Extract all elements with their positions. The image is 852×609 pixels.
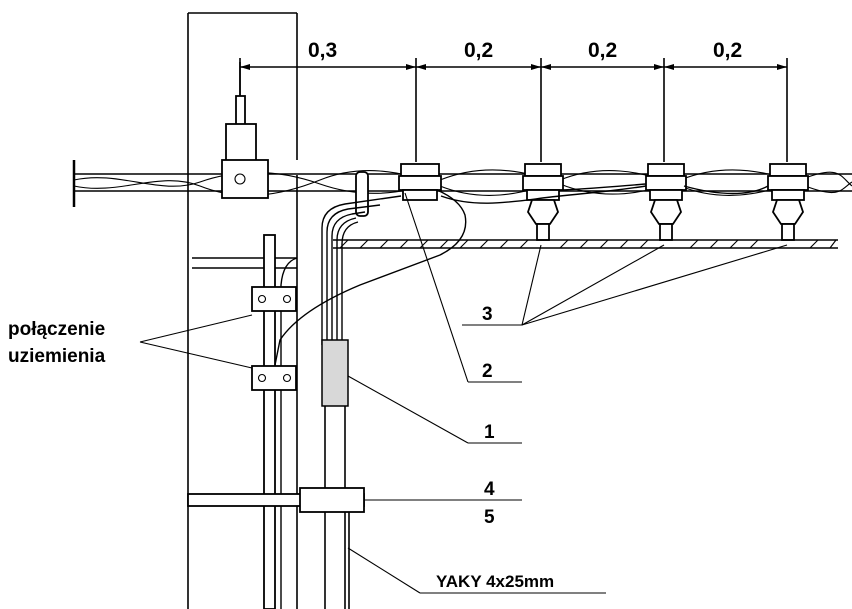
callout-1: 1 <box>484 422 495 443</box>
dimension-chain: 0,3 0,2 0,2 0,2 <box>239 39 788 162</box>
cable-type-label: YAKY 4x25mm <box>436 572 554 591</box>
protective-tube <box>321 339 350 609</box>
pole-clamp-ring <box>355 171 369 217</box>
pole <box>187 12 298 609</box>
branch-clamp-2 <box>522 163 564 241</box>
aerial-bundle-cable <box>72 160 852 207</box>
callout-2: 2 <box>482 361 493 382</box>
callout-4: 4 <box>484 479 495 500</box>
grounding-clamp-upper <box>251 286 297 312</box>
dimension-label-4: 0,2 <box>713 39 742 62</box>
dimension-label-2: 0,2 <box>464 39 493 62</box>
callout-5: 5 <box>484 507 495 528</box>
pole-band <box>187 487 365 513</box>
branch-clamp-4 <box>767 163 809 241</box>
branch-clamp-3 <box>645 163 687 241</box>
grounding-clamp-lower <box>251 365 297 391</box>
grounding-label-line2: uziemienia <box>8 346 106 367</box>
callout-3: 3 <box>482 304 493 325</box>
dimension-label-1: 0,3 <box>308 39 337 62</box>
anchor-clamp <box>221 62 269 199</box>
dimension-label-3: 0,2 <box>588 39 617 62</box>
leader-lines <box>139 192 788 594</box>
grounding-label-line1: połączenie <box>8 319 105 340</box>
support-bracket <box>192 239 838 269</box>
branch-clamp-1 <box>398 163 442 201</box>
down-cables <box>263 183 769 609</box>
